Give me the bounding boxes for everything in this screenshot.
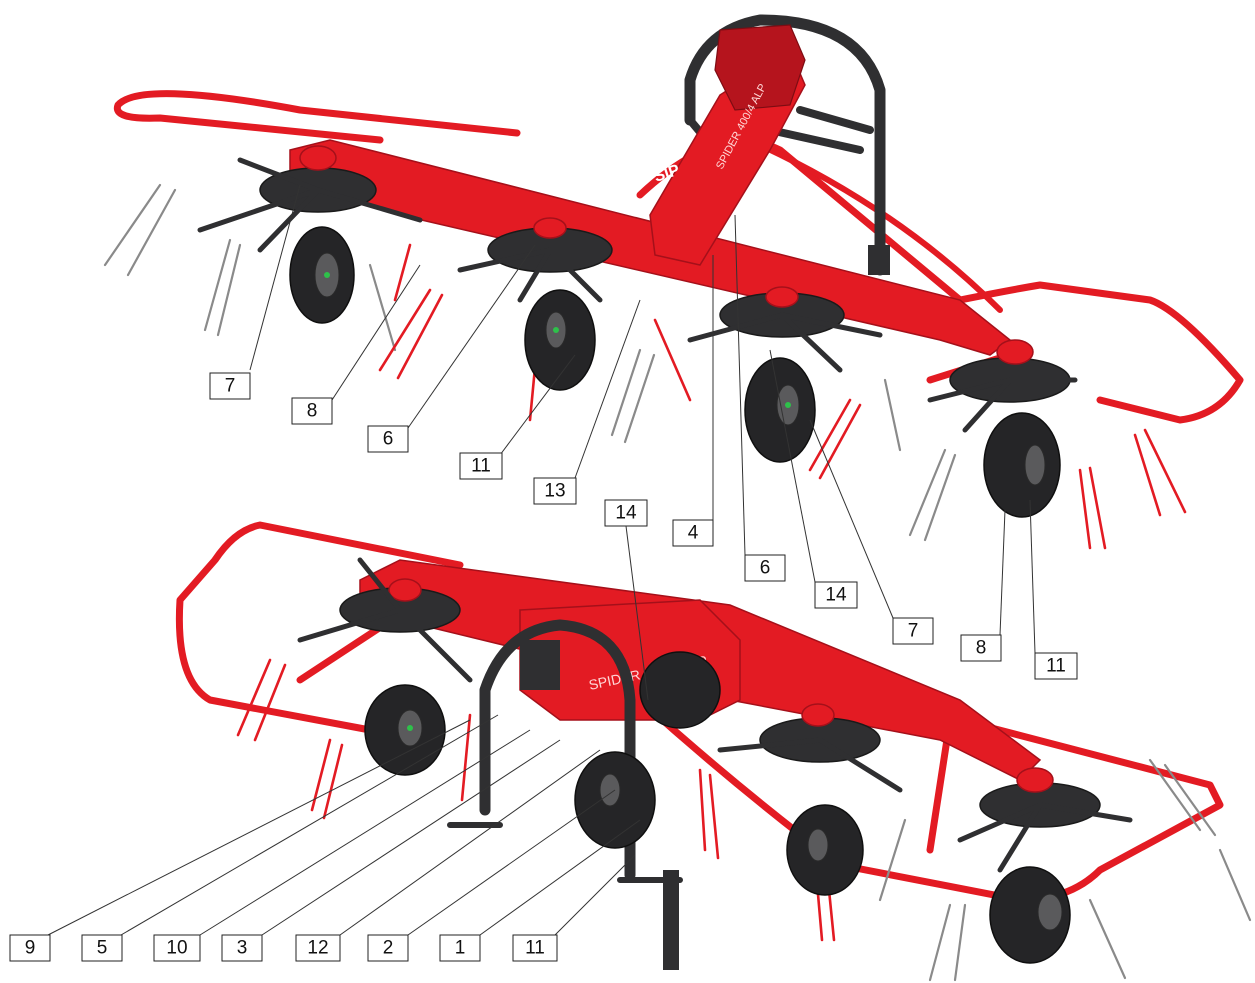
svg-text:7: 7: [225, 376, 236, 397]
svg-text:9: 9: [25, 938, 36, 959]
callout-bottom-3: 3: [221, 739, 561, 962]
bottom-stand-leg: [663, 870, 679, 970]
svg-text:11: 11: [471, 456, 491, 477]
bottom-machine: SPIDER 400/4 ALP: [175, 521, 1252, 982]
top-rotor-2: [378, 217, 692, 422]
callout-top-13: 13: [533, 299, 641, 505]
svg-text:2: 2: [383, 938, 394, 959]
svg-text:4: 4: [688, 523, 699, 544]
top-rotor-3: [610, 286, 902, 480]
callout-bottom-10: 10: [153, 729, 531, 962]
svg-text:14: 14: [825, 585, 847, 606]
bottom-rotor-3: [928, 758, 1252, 982]
svg-text:11: 11: [1046, 656, 1066, 677]
svg-text:8: 8: [976, 638, 987, 659]
callouts-top: 7 8 6 11 13 14 4: [209, 184, 1078, 680]
top-rotor-1: [103, 145, 423, 352]
svg-text:5: 5: [97, 938, 108, 959]
callout-bottom-1: 1: [439, 819, 641, 962]
svg-text:11: 11: [525, 938, 545, 959]
callout-top-8a: 8: [291, 264, 421, 425]
svg-text:7: 7: [908, 621, 919, 642]
callout-top-14b: 14: [769, 349, 858, 609]
callout-bottom-9: 9: [9, 719, 471, 962]
bottom-headstock-plate: [520, 640, 560, 690]
callout-bottom-5: 5: [81, 714, 499, 962]
svg-text:1: 1: [455, 938, 466, 959]
bottom-rotor-2: [698, 703, 907, 942]
top-headstock-arch: [684, 14, 886, 276]
svg-text:13: 13: [544, 481, 565, 502]
svg-text:8: 8: [307, 401, 318, 422]
svg-text:12: 12: [307, 938, 328, 959]
callout-top-7b: 7: [809, 419, 934, 645]
callout-top-11b: 11: [1029, 499, 1078, 680]
bottom-hitch-pins: [447, 822, 683, 883]
svg-text:10: 10: [166, 938, 187, 959]
callout-14a-leader: [625, 525, 649, 701]
callout-bottom-2: 2: [367, 789, 616, 962]
callout-top-6b: 6: [734, 214, 786, 582]
bottom-rotor-1: [236, 557, 473, 820]
top-guard-right-rail: [757, 142, 1003, 313]
callout-bottom-12: 12: [295, 749, 601, 962]
svg-text:6: 6: [383, 429, 394, 450]
callout-top-6a: 6: [367, 244, 536, 453]
callout-top-11a: 11: [459, 354, 576, 480]
svg-text:14: 14: [615, 503, 637, 524]
callout-top-7a: 7: [209, 184, 301, 400]
bottom-headstock-arch: [479, 619, 636, 881]
callout-bottom-11: 11: [512, 854, 636, 962]
callouts-bottom: 9 5 10 3 12 2 1: [9, 525, 649, 962]
top-machine: SIP SPIDER 400/4 ALP: [103, 14, 1244, 550]
callout-top-14a: 14: [604, 499, 648, 527]
top-headstock-block: [714, 24, 806, 111]
svg-text:3: 3: [237, 938, 248, 959]
callout-top-8b: 8: [960, 509, 1006, 662]
callout-top-4: 4: [672, 255, 714, 547]
top-guard-left: [113, 90, 521, 144]
top-rotor-4: [908, 339, 1187, 550]
top-headstock-foot: [868, 245, 890, 275]
svg-text:6: 6: [760, 558, 771, 579]
